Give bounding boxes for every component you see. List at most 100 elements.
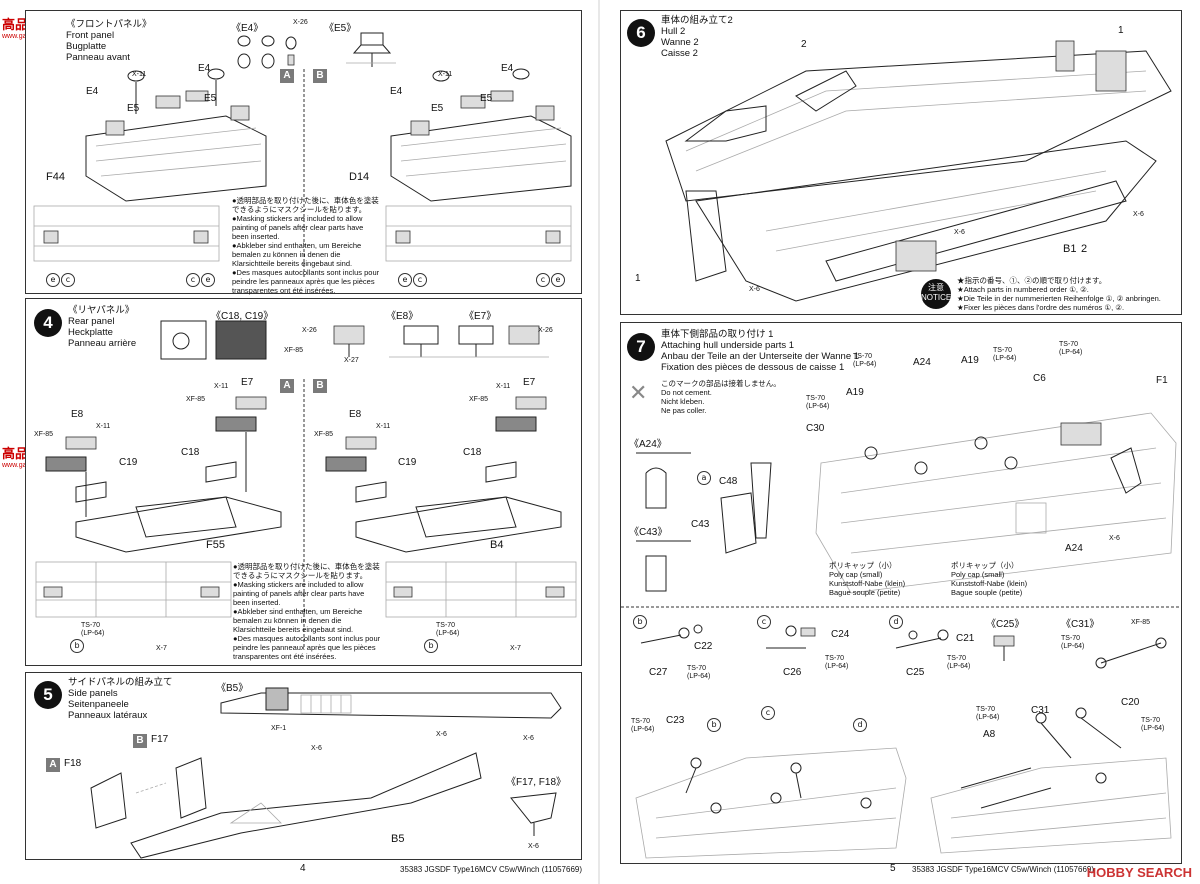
detail-c18-c19: 《C18, C19》 [211,311,274,322]
x27-label: X-27 [344,357,359,364]
step5-number: 5 [34,681,62,709]
masked-view-b [385,205,572,262]
c22-label: C22 [694,641,713,652]
no-cement-icon: ✕ [629,381,648,406]
front-panel-assembly-a [85,68,267,202]
callout-c-a2: c [186,273,200,287]
step4-panel: 4 《リヤパネル》 Rear panel Heckplatte Panneau … [25,298,582,666]
x11-label-4a: X-11 [214,383,229,390]
x6-label-7: X-6 [1109,535,1120,542]
callout-e-b2: e [551,273,565,287]
callout-e-a: e [46,273,60,287]
rear-masked-view-a [35,561,232,618]
right-footer: 35383 JGSDF Type16MCV C5w/Winch (1105766… [912,865,1095,874]
c6-label: C6 [1033,373,1046,384]
step7-panel: 7 車体下側部品の取り付け 1 Attaching hull underside… [620,322,1182,864]
c31-label: C31 [1031,705,1050,716]
f18-label: F18 [64,758,82,769]
subassembly-d-drawing [895,629,949,649]
ts70-label-7b: TS-70(LP-64) [806,395,830,410]
masking-note-step3: ●透明部品を取り付けた後に、車体色を塗装できるようにマスクシールを貼ります。 ●… [232,196,380,295]
order-notes: ★指示の番号、①、②の順で取り付けます。 ★Attach parts in nu… [957,276,1161,312]
subassembly-b-drawing [640,624,703,644]
hull-part-1-left: 1 [635,273,641,284]
a24-detail-drawing [636,452,691,509]
e4-label-b1: E4 [501,63,514,74]
subassembly-c: c [757,615,771,629]
e8-label-a: E8 [71,409,84,420]
ts70-label-bottom-1: TS-70(LP-64) [631,718,655,733]
x11-label-a: X-11 [132,71,147,78]
front-panel-assembly-b [390,68,572,202]
c43-detail-drawing [636,540,691,592]
detail-c25: 《C25》 [986,619,1025,630]
step3-panel: 《フロントパネル》 Front panel Bugplatte Panneau … [25,10,582,295]
callout-c-bottom: c [761,706,775,720]
ts70-label-sub3: TS-70(LP-64) [947,655,971,670]
f55-label: F55 [206,539,225,551]
xf85-label-b1: XF-85 [469,396,489,403]
x6-label-6c: X-6 [749,286,760,293]
c20-label: C20 [1121,697,1140,708]
x6-label-5b: X-6 [436,731,447,738]
x11-label-4b: X-11 [496,383,511,390]
step5-panel: 5 サイドパネルの組み立て Side panels Seitenpaneele … [25,672,582,860]
c43-label: C43 [691,519,710,530]
detail-f17-f18: 《F17, F18》 [506,777,567,788]
x26-label: X-26 [293,19,308,26]
ts70-label-a: TS-70(LP-64) [81,622,105,637]
e4-detail-drawing [237,35,297,69]
f17-label: F17 [151,734,169,745]
callout-a-7: a [697,471,711,485]
polycap-note-2: ポリキャップ（小） Poly cap (small) Kunststoff-Na… [951,561,1028,597]
hull-part-2: 2 [801,39,807,50]
d14-label: D14 [349,171,370,183]
x11-label-4a2: X-11 [96,423,111,430]
ts70-label-7c: TS-70(LP-64) [993,347,1017,362]
step7-number: 7 [627,333,655,361]
callout-d-bottom: d [853,718,867,732]
left-page: 高品网www.gaopin.com 《フロントパネル》 Front panel … [2,10,583,874]
c25-detail-drawing [993,635,1015,661]
ts70-label-7a: TS-70(LP-64) [853,353,877,368]
a19-label-1: A19 [846,387,864,398]
e5-label-b1: E5 [431,103,444,114]
c27-label: C27 [649,667,668,678]
divider-line-4 [303,379,305,649]
c18-detail-drawing [160,320,267,360]
x7-label-a: X-7 [156,645,167,652]
variant-b-box-5: B [133,734,147,748]
e7-label-a: E7 [241,377,254,388]
callout-b-bottom: b [707,718,721,732]
c19-label-a: C19 [119,457,138,468]
c18-label-b: C18 [463,447,482,458]
xf85-label-a1: XF-85 [186,396,206,403]
step7-titles: 車体下側部品の取り付け 1 Attaching hull underside p… [661,329,860,373]
c48-c43-drawing [720,462,772,554]
hull-underside-drawing [815,412,1177,594]
c18-label-a: C18 [181,447,200,458]
e7-label-b: E7 [523,377,536,388]
a8-label: A8 [983,729,996,740]
b5-detail-drawing [220,687,562,719]
e4-label-b2: E4 [390,86,403,97]
ts70-label-bottom-2: TS-70(LP-64) [976,706,1000,721]
side-panel-drawing [90,752,482,859]
detail-c31: 《C31》 [1061,619,1100,630]
subassembly-b: b [633,615,647,629]
masked-view-a [33,205,220,262]
ts70-label-sub4: TS-70(LP-64) [1061,635,1085,650]
right-page-number: 5 [890,863,896,874]
step4-number: 4 [34,309,62,337]
detail-e5: 《E5》 [324,23,357,34]
xf85-label-detail: XF-85 [284,347,304,354]
ts70-label-bottom-3: TS-70(LP-64) [1141,717,1165,732]
divider-line [303,69,305,279]
b1-order-2: 2 [1081,243,1088,255]
xf1-label: XF-1 [271,725,287,732]
rear-panel-assembly-b [325,396,562,553]
e4-label-a2: E4 [86,86,99,97]
f44-label: F44 [46,171,65,183]
b1-label: B1 [1063,243,1077,255]
e8-label-b: E8 [349,409,362,420]
